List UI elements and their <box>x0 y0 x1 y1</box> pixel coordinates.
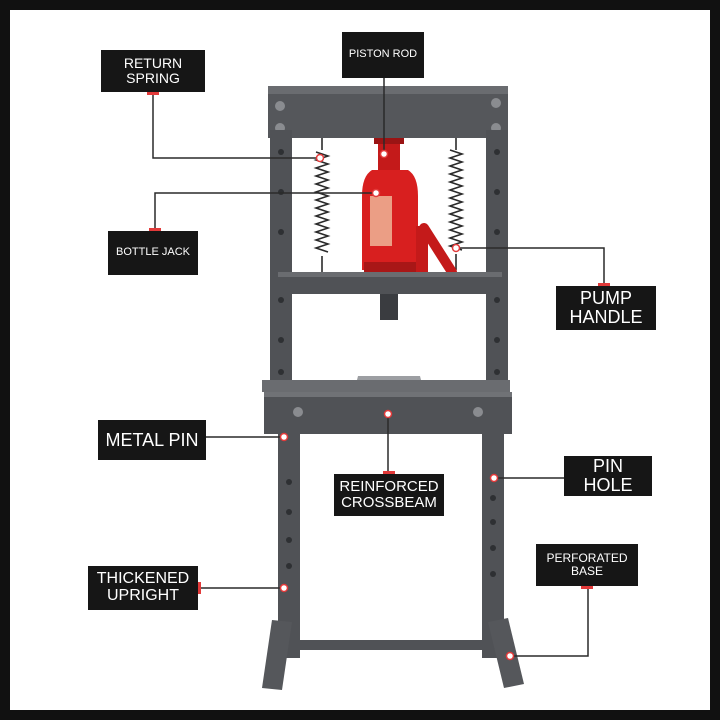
label-reinforced-crossbeam-text: REINFORCED CROSSBEAM <box>339 478 439 511</box>
jack-support-bar <box>278 272 502 294</box>
leader-base <box>510 586 589 657</box>
label-pump-handle: PUMP HANDLE <box>556 283 656 330</box>
label-bottle-jack: BOTTLE JACK <box>108 228 198 275</box>
label-bottle-jack-text: BOTTLE JACK <box>116 246 190 259</box>
label-pin-hole-text: PIN HOLE <box>583 456 633 495</box>
label-piston-rod: PISTON ROD <box>342 32 424 78</box>
base-foot-right <box>488 618 524 688</box>
label-thickened-upright: THICKENED UPRIGHT <box>88 566 201 610</box>
leader-return-spring <box>152 88 320 159</box>
label-metal-pin-text: METAL PIN <box>105 429 199 450</box>
leader-bottle-jack <box>154 192 372 231</box>
label-perforated-base-text: PERFORATED BASE <box>546 551 628 578</box>
upper-upright-right <box>486 130 508 392</box>
label-pump-handle-text: PUMP HANDLE <box>569 288 643 327</box>
lower-upright-left <box>278 434 300 658</box>
label-metal-pin: METAL PIN <box>98 420 206 460</box>
label-pin-hole: PIN HOLE <box>564 456 652 496</box>
leader-pump-handle <box>456 247 605 286</box>
label-return-spring: RETURN SPRING <box>101 50 205 95</box>
press-ram <box>380 294 398 320</box>
pump-handle <box>416 223 457 277</box>
return-spring-left <box>313 138 331 272</box>
label-reinforced-crossbeam: REINFORCED CROSSBEAM <box>334 471 444 516</box>
label-perforated-base: PERFORATED BASE <box>536 544 638 589</box>
top-header-beam <box>268 86 508 138</box>
label-return-spring-text: RETURN SPRING <box>123 55 183 86</box>
label-piston-rod-text: PISTON ROD <box>348 48 418 61</box>
bottom-rail <box>290 640 490 650</box>
label-thickened-upright-text: THICKENED UPRIGHT <box>96 570 190 604</box>
base-foot-left <box>262 620 292 690</box>
return-spring-right <box>447 138 465 270</box>
upper-upright-left <box>270 130 292 392</box>
